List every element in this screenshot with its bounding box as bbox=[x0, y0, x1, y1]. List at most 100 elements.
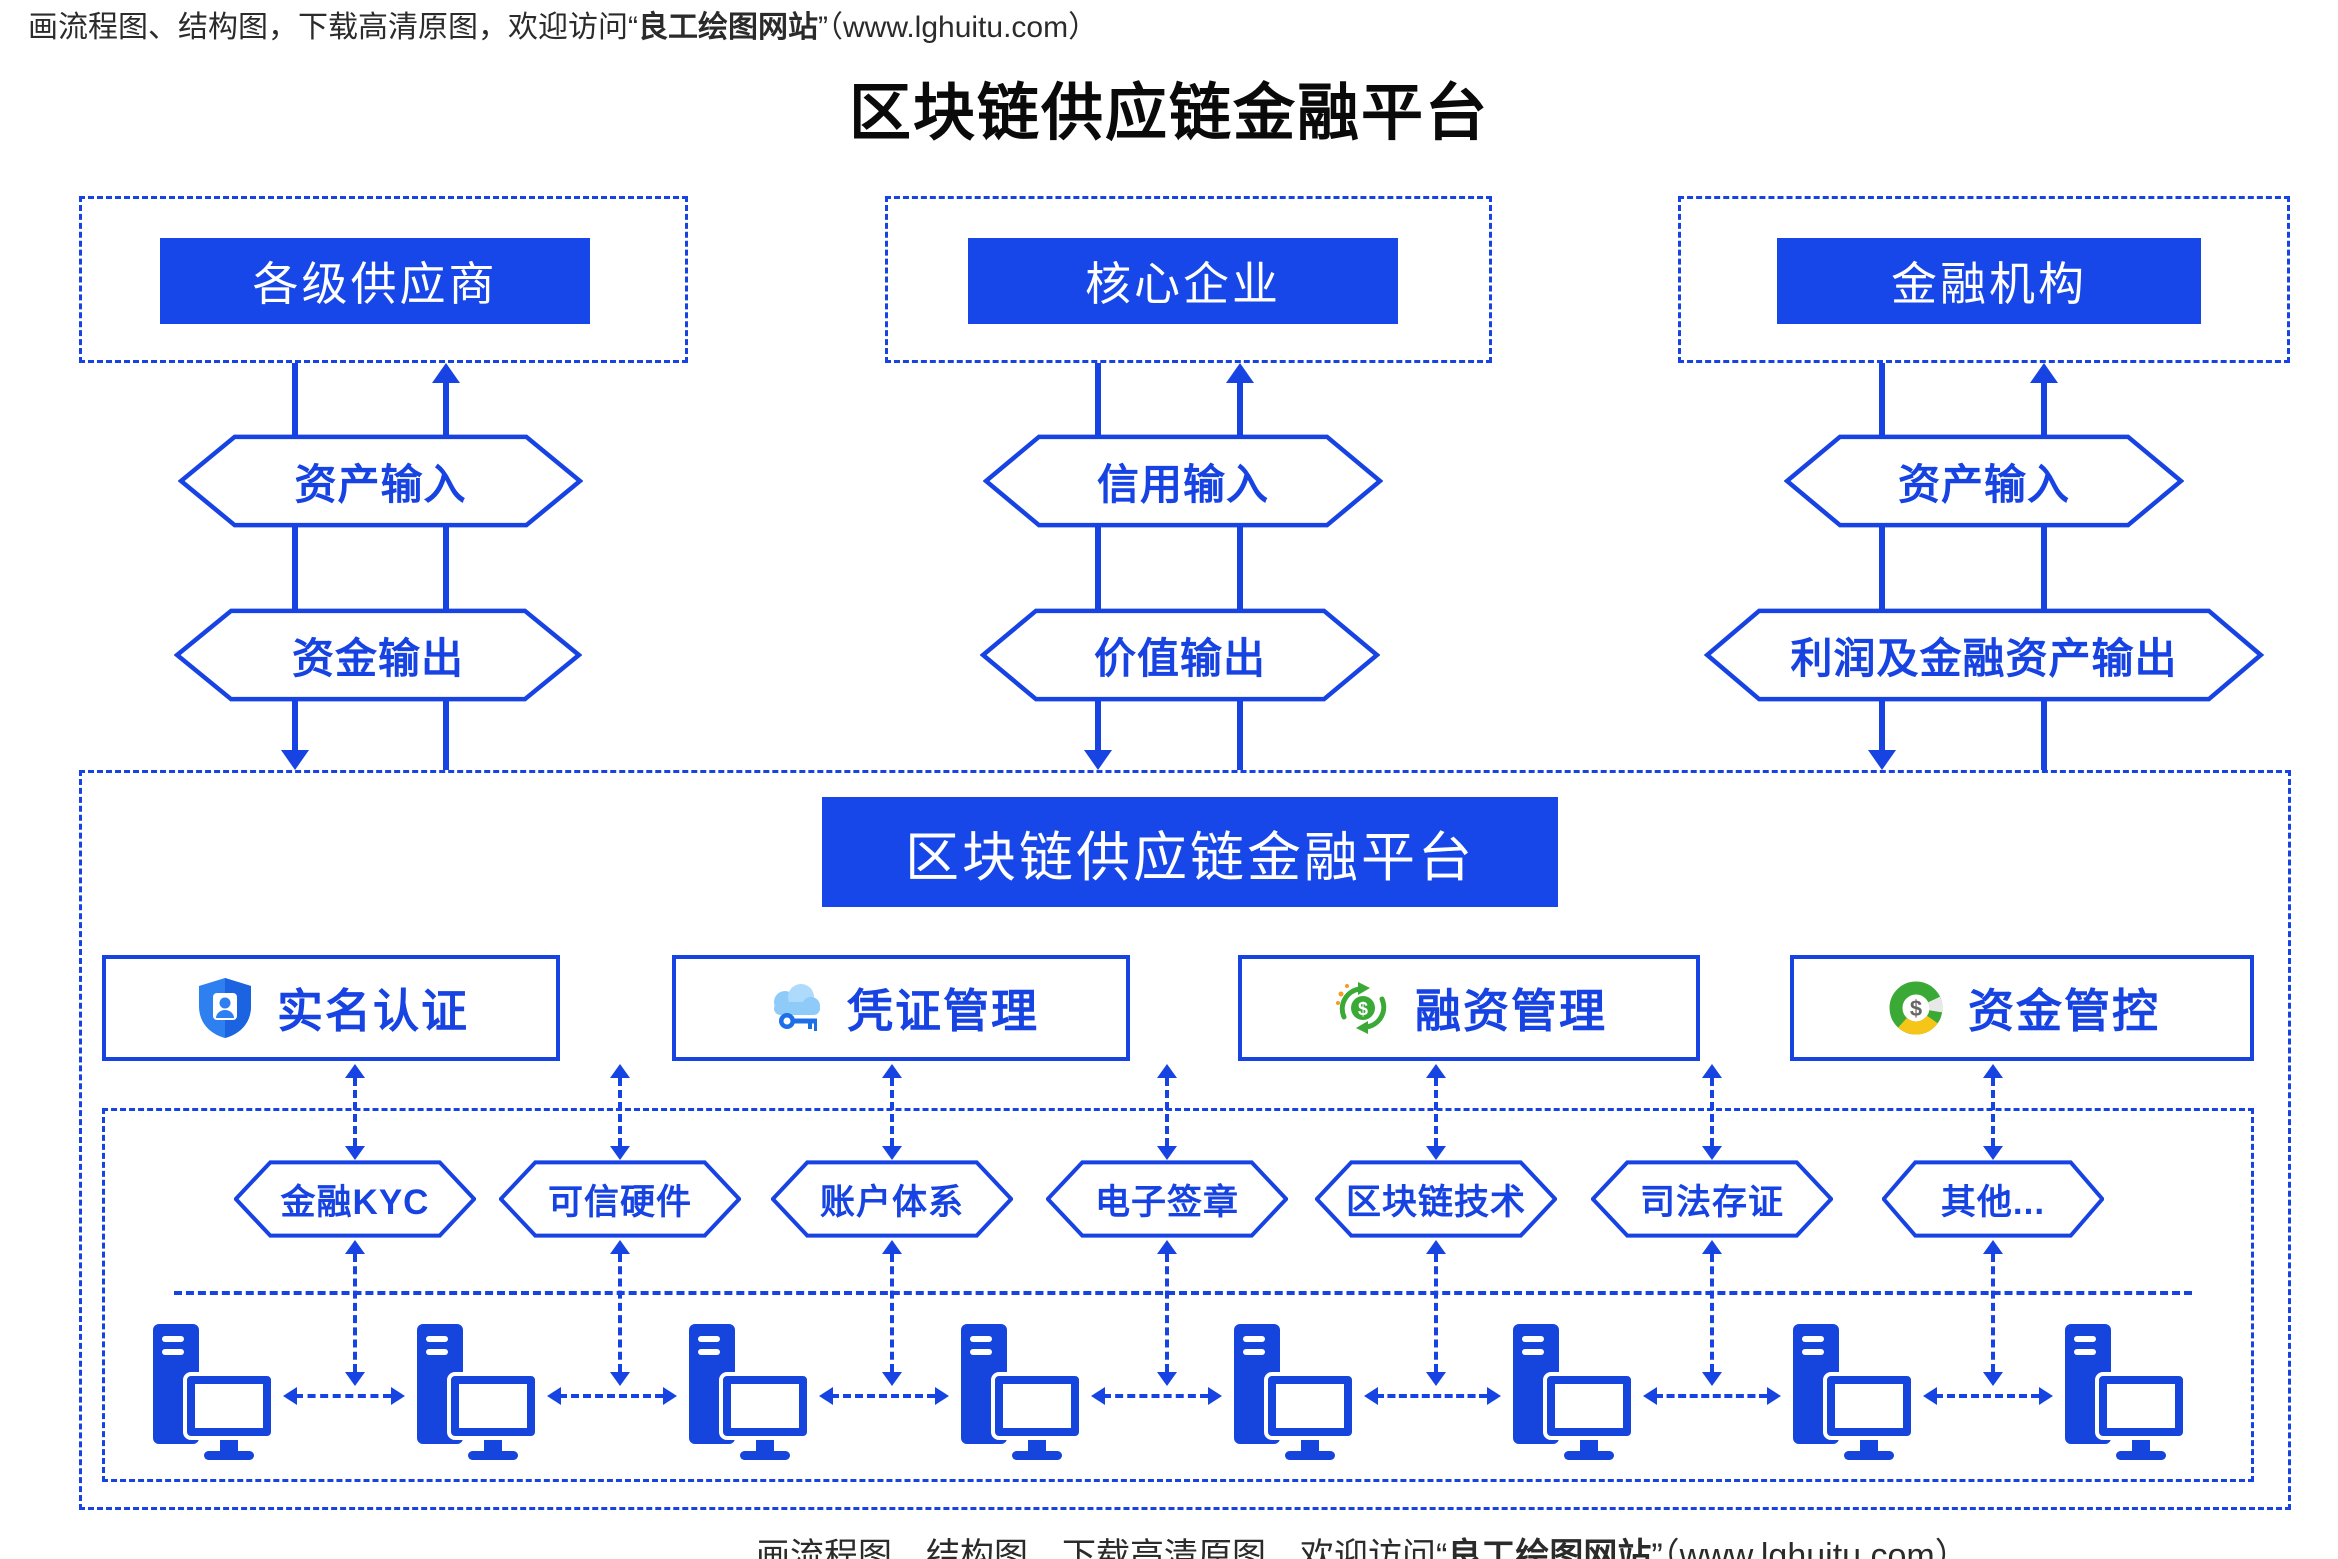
module-label: 资金管控 bbox=[1968, 985, 2160, 1037]
arrowhead-up bbox=[1226, 363, 1254, 383]
hex-label: 价值输出 bbox=[1093, 634, 1266, 682]
suppliers-box: 各级供应商 bbox=[160, 238, 590, 324]
hex-tech-kyc: 金融KYC bbox=[234, 1160, 476, 1238]
arrowhead-down bbox=[1084, 750, 1112, 770]
arrowhead-down bbox=[1983, 1146, 2003, 1160]
arrowhead-up bbox=[610, 1064, 630, 1078]
hex-label: 利润及金融资产输出 bbox=[1790, 634, 2178, 682]
hex-label: 区块链技术 bbox=[1345, 1182, 1526, 1222]
network-separator-line bbox=[174, 1291, 2192, 1295]
arrowhead-left bbox=[1923, 1387, 1937, 1405]
arrowhead-down bbox=[281, 750, 309, 770]
module-label: 融资管理 bbox=[1415, 985, 1607, 1037]
hex-tech-others: 其他... bbox=[1882, 1160, 2104, 1238]
hexagon-shape bbox=[1703, 608, 2265, 702]
arrowhead-down bbox=[882, 1372, 902, 1386]
core-enterprise-box: 核心企业 bbox=[968, 238, 1398, 324]
arrow-line bbox=[295, 1394, 391, 1398]
arrow-line bbox=[559, 1394, 663, 1398]
hexagon-shape bbox=[1315, 1160, 1557, 1238]
hex-suppliers-output: 资金输出 bbox=[174, 608, 582, 702]
arrowhead-down bbox=[1157, 1146, 1177, 1160]
hex-tech-judicial-deposit: 司法存证 bbox=[1591, 1160, 1833, 1238]
arrowhead-up bbox=[1426, 1240, 1446, 1254]
computer-icon bbox=[1787, 1322, 1917, 1462]
arrowhead-down bbox=[1702, 1146, 1722, 1160]
arrow-line bbox=[353, 1078, 357, 1146]
arrowhead-down bbox=[1983, 1372, 2003, 1386]
hex-label: 司法存证 bbox=[1639, 1182, 1784, 1222]
hexagon-shape bbox=[174, 608, 582, 702]
watermark-text: 画流程图、结构图，下载高清原图，欢迎访问“ bbox=[756, 1537, 1448, 1559]
arrowhead-down bbox=[1157, 1372, 1177, 1386]
svg-text:$: $ bbox=[1358, 999, 1368, 1019]
hexagon-shape bbox=[983, 434, 1383, 528]
hex-suppliers-input: 资产输入 bbox=[178, 434, 583, 528]
module-financing-mgmt: $ 融资管理 bbox=[1238, 955, 1700, 1061]
arrow-line bbox=[2041, 383, 2047, 770]
computer-icon bbox=[2059, 1322, 2189, 1462]
arrowhead-up bbox=[882, 1064, 902, 1078]
hex-label: 资产输入 bbox=[1897, 460, 2070, 508]
hex-label: 电子签章 bbox=[1094, 1182, 1239, 1222]
arrow-line bbox=[1103, 1394, 1208, 1398]
cloud-key-icon bbox=[774, 984, 820, 1031]
hex-label: 信用输入 bbox=[1096, 460, 1269, 508]
hexagon-shape bbox=[771, 1160, 1013, 1238]
hexagon-shape bbox=[499, 1160, 741, 1238]
hexagon-shape bbox=[178, 434, 583, 528]
arrow-line bbox=[1710, 1254, 1714, 1372]
hex-core-output: 价值输出 bbox=[980, 608, 1380, 702]
hex-label: 可信硬件 bbox=[547, 1182, 692, 1222]
arrowhead-left bbox=[547, 1387, 561, 1405]
arrowhead-up bbox=[2030, 363, 2058, 383]
arrow-line bbox=[831, 1394, 935, 1398]
hex-financial-input: 资产输入 bbox=[1784, 434, 2184, 528]
arrow-line bbox=[618, 1254, 622, 1372]
hex-financial-output: 利润及金融资产输出 bbox=[1703, 608, 2265, 702]
arrowhead-up bbox=[1983, 1064, 2003, 1078]
arrowhead-right bbox=[935, 1387, 949, 1405]
arrow-line bbox=[1991, 1078, 1995, 1146]
arrowhead-down bbox=[1426, 1372, 1446, 1386]
donut-chart-icon: $ bbox=[1889, 981, 1943, 1035]
watermark-url: ”（www.lghuitu.com） bbox=[1651, 1537, 1969, 1559]
hexagon-shape bbox=[1046, 1160, 1288, 1238]
page-title: 区块链供应链金融平台 bbox=[848, 79, 1489, 148]
shield-person-icon bbox=[199, 978, 251, 1038]
computer-icon bbox=[683, 1322, 813, 1462]
hexagon-shape bbox=[1591, 1160, 1833, 1238]
arrowhead-up bbox=[432, 363, 460, 383]
watermark-text: 画流程图、结构图，下载高清原图，欢迎访问“ bbox=[28, 11, 638, 44]
arrow-line bbox=[890, 1254, 894, 1372]
arrow-line bbox=[1991, 1254, 1995, 1372]
arrowhead-right bbox=[663, 1387, 677, 1405]
arrowhead-up bbox=[1157, 1240, 1177, 1254]
svg-text:$: $ bbox=[1910, 996, 1922, 1021]
arrow-line bbox=[1095, 363, 1101, 750]
core-enterprise-frame bbox=[885, 196, 1492, 363]
arrow-line bbox=[1655, 1394, 1767, 1398]
computer-icon bbox=[955, 1322, 1085, 1462]
arrow-line bbox=[1710, 1078, 1714, 1146]
arrowhead-left bbox=[819, 1387, 833, 1405]
module-certificate-mgmt: 凭证管理 bbox=[672, 955, 1130, 1061]
arrow-line bbox=[353, 1254, 357, 1372]
computer-icon bbox=[147, 1322, 277, 1462]
arrowhead-right bbox=[1487, 1387, 1501, 1405]
arrow-line bbox=[1879, 363, 1885, 750]
arrowhead-down bbox=[1426, 1146, 1446, 1160]
module-fund-control: $ 资金管控 bbox=[1790, 955, 2254, 1061]
money-cycle-icon: $ bbox=[1336, 982, 1387, 1034]
arrowhead-up bbox=[1702, 1240, 1722, 1254]
computer-icon bbox=[1228, 1322, 1358, 1462]
computer-icon bbox=[411, 1322, 541, 1462]
hexagon-shape bbox=[980, 608, 1380, 702]
tech-layer-frame bbox=[102, 1108, 2254, 1482]
watermark-url: ”（www.lghuitu.com） bbox=[818, 11, 1099, 44]
arrow-line bbox=[618, 1078, 622, 1146]
hex-tech-e-signature: 电子签章 bbox=[1046, 1160, 1288, 1238]
module-label: 凭证管理 bbox=[847, 985, 1039, 1037]
arrow-line bbox=[1935, 1394, 2039, 1398]
